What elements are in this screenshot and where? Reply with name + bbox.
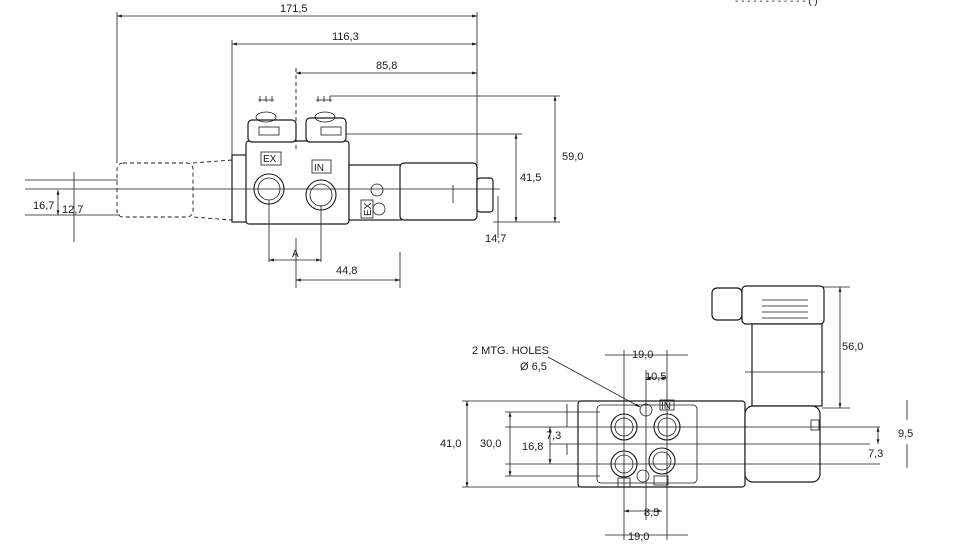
dim-port-offset: 7,3 bbox=[546, 430, 561, 442]
right-solenoid bbox=[399, 162, 478, 221]
dim-port-spacing: 44,8 bbox=[336, 265, 357, 277]
in-label-box bbox=[311, 159, 332, 174]
dim-ref-a: A bbox=[292, 249, 299, 260]
connector-stem bbox=[751, 323, 823, 407]
port-lower-right bbox=[648, 447, 676, 475]
dim-right-lower: 7,3 bbox=[868, 448, 883, 460]
connector-tab-left bbox=[258, 126, 280, 136]
top-connector-left bbox=[247, 119, 297, 143]
dim-right-upper: 9,5 bbox=[898, 428, 913, 440]
valve-body bbox=[245, 140, 350, 225]
header-fragment: - - - - - - - - - - - - ( ) bbox=[735, 0, 818, 7]
side-view: EX IN EX 171,5 116,3 85,8 A 44,8 59,0 bbox=[25, 3, 583, 288]
pilot-port-upper bbox=[370, 183, 384, 197]
port-mark-bottom-right bbox=[653, 475, 669, 486]
ex-label-box bbox=[260, 151, 282, 166]
dim-bottom-offset: 14,7 bbox=[485, 233, 506, 245]
connector-tab-right bbox=[320, 126, 342, 136]
dim-height-inner: 12,7 bbox=[62, 204, 83, 216]
knob-right bbox=[314, 111, 336, 123]
connector-nut bbox=[711, 287, 743, 321]
right-body-block bbox=[348, 164, 402, 221]
port-lower-right-inner bbox=[652, 451, 672, 471]
dim-height-solenoid: 41,5 bbox=[520, 172, 541, 184]
ex-small-label: EX bbox=[363, 202, 374, 216]
left-solenoid-neck bbox=[192, 159, 233, 221]
dim-port-span: 16,8 bbox=[522, 441, 543, 453]
dim-height-total: 59,0 bbox=[562, 151, 583, 163]
dim-bottom-half: 8,5 bbox=[644, 507, 659, 519]
right-solenoid-cap bbox=[476, 177, 494, 213]
dim-top-half: 10,5 bbox=[645, 371, 666, 383]
solenoid-stub bbox=[810, 419, 820, 431]
ex-small-label-box bbox=[360, 199, 374, 219]
dim-width-total: 41,0 bbox=[440, 438, 461, 450]
dim-overall-length: 171,5 bbox=[280, 3, 308, 15]
left-solenoid-outline bbox=[116, 162, 194, 218]
dim-height-outer: 16,7 bbox=[33, 200, 54, 212]
callout-line2: Ø 6,5 bbox=[520, 361, 547, 373]
ex-label: EX bbox=[263, 154, 277, 165]
dim-body-to-end: 116,3 bbox=[332, 31, 359, 43]
knob-left bbox=[255, 111, 277, 123]
top-connector-right bbox=[305, 117, 347, 143]
dim-width-inner: 30,0 bbox=[480, 438, 501, 450]
in-label-top: IN bbox=[661, 401, 671, 412]
top-view: IN 2 MTG. HOLES Ø 6,5 19,0 10,5 8,5 19,0… bbox=[440, 285, 913, 543]
dim-bottom-spacing: 19,0 bbox=[628, 531, 649, 543]
connector-grip bbox=[762, 299, 808, 319]
callout-line1: 2 MTG. HOLES bbox=[472, 345, 549, 357]
pins-right bbox=[316, 96, 332, 102]
pins-left bbox=[258, 96, 274, 102]
dim-top-spacing: 19,0 bbox=[632, 349, 653, 361]
dim-center-to-end: 85,8 bbox=[376, 60, 397, 72]
dim-connector-height: 56,0 bbox=[842, 341, 863, 353]
mounting-hole-bottom bbox=[636, 469, 650, 483]
in-label: IN bbox=[314, 163, 324, 174]
callout-leader bbox=[547, 356, 641, 408]
